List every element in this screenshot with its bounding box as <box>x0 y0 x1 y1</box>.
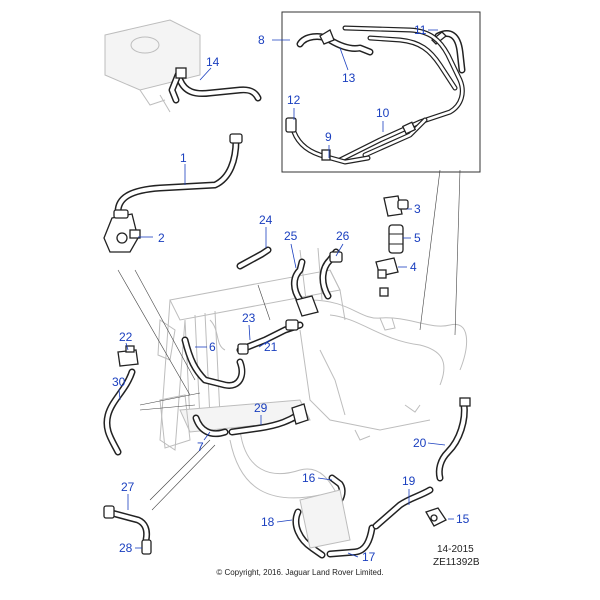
callout-12: 12 <box>287 93 301 107</box>
part-17-hose <box>326 524 376 558</box>
callout-28: 28 <box>119 541 133 555</box>
callout-11: 11 <box>414 23 427 37</box>
view-lines <box>117 169 461 511</box>
callout-30: 30 <box>112 375 126 389</box>
callout-24: 24 <box>259 213 273 227</box>
part-22-fitting <box>117 345 139 367</box>
part-14-tank <box>104 19 201 113</box>
part-7-hose <box>192 414 229 438</box>
part-5-connector <box>388 224 404 254</box>
callout-19: 19 <box>402 474 416 488</box>
part-21-hose <box>236 319 304 355</box>
callout-8: 8 <box>258 33 265 47</box>
callout-27: 27 <box>121 480 135 494</box>
part-24-hose <box>236 246 272 270</box>
date-code: 14-2015 <box>437 544 474 555</box>
callout-13: 13 <box>342 71 356 85</box>
part-13-hose <box>296 29 374 56</box>
part-29-hose <box>228 403 309 436</box>
part-15-clip <box>425 507 447 527</box>
part-14-hose <box>168 67 262 104</box>
callout-16: 16 <box>302 471 316 485</box>
callout-20: 20 <box>413 436 427 450</box>
part-25-hose <box>290 258 319 317</box>
reference-code: ZE11392B <box>433 557 480 568</box>
callout-labels: 1 2 3 4 5 6 7 8 9 10 11 12 13 14 15 16 1… <box>112 23 470 564</box>
part-9-pipe <box>285 117 371 165</box>
part-30-hose <box>103 368 136 456</box>
part-28-fitting <box>141 539 152 555</box>
callout-17: 17 <box>362 550 376 564</box>
callout-14: 14 <box>206 55 220 69</box>
part-8-pipe <box>337 25 465 163</box>
callout-9: 9 <box>325 130 332 144</box>
engine-outline <box>157 247 468 501</box>
part-27-hose <box>103 505 151 544</box>
callout-26: 26 <box>336 229 350 243</box>
part-11-hose <box>431 30 466 74</box>
callout-23: 23 <box>242 311 256 325</box>
part-4-connector <box>375 257 399 297</box>
part-26-hose <box>319 248 343 300</box>
callout-22: 22 <box>119 330 133 344</box>
callout-3: 3 <box>414 202 421 216</box>
part-10-pipe <box>362 117 428 158</box>
callout-6: 6 <box>209 340 216 354</box>
cooler-body <box>299 489 351 549</box>
part-19-hose <box>372 486 434 530</box>
callout-2: 2 <box>158 231 165 245</box>
callout-15: 15 <box>456 512 470 526</box>
callout-18: 18 <box>261 515 275 529</box>
callout-25: 25 <box>284 229 298 243</box>
callout-10: 10 <box>376 106 390 120</box>
part-3-connector <box>383 195 409 217</box>
part-20-hose <box>435 397 471 482</box>
detail-frame <box>281 11 481 173</box>
part-6-hose <box>181 336 246 389</box>
callout-21: 21 <box>264 340 278 354</box>
callout-1: 1 <box>180 151 187 165</box>
copyright-notice: © Copyright, 2016. Jaguar Land Rover Lim… <box>216 568 384 577</box>
leader-lines <box>118 29 454 558</box>
callout-7: 7 <box>197 440 204 454</box>
part-2-housing <box>103 209 141 253</box>
callout-29: 29 <box>254 401 268 415</box>
callout-4: 4 <box>410 260 417 274</box>
callout-5: 5 <box>414 231 421 245</box>
part-1-hose <box>114 133 243 216</box>
